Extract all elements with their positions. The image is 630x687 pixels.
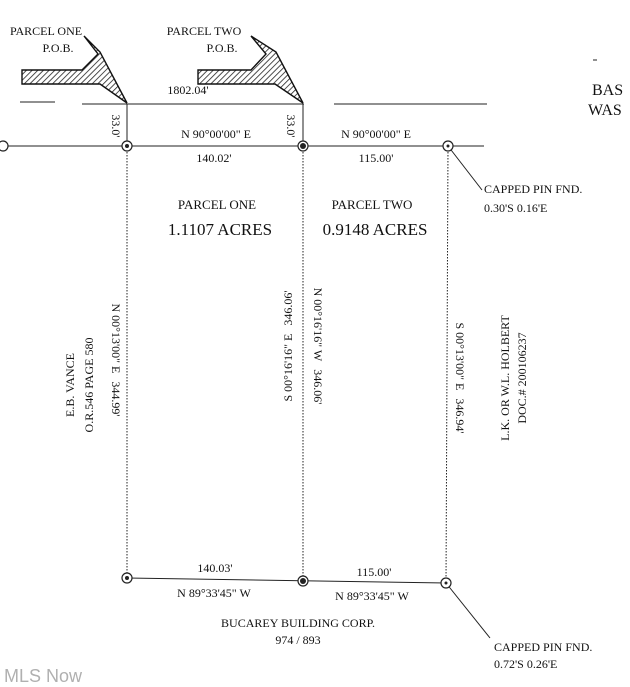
west-adjoiner-record: O.R.546 PAGE 580 [82,338,96,433]
parcel-one-name: PARCEL ONE [178,197,256,212]
edge-note-line-1: BAS [592,82,623,99]
pin-sw [121,572,133,584]
north-distance-parcel-one: 140.02' [196,151,231,165]
mls-watermark: MLS Now [4,666,83,686]
south-bearing-parcel-one: N 89°33'45" W [177,586,251,600]
north-bearing-parcel-one: N 90°00'00" E [181,127,251,141]
pob-arrow-parcel-two [197,35,304,104]
pin-se [440,577,452,589]
pob-arrow-parcel-one [21,35,128,104]
pin-far-west [0,140,9,152]
south-distance-parcel-one: 140.03' [197,561,232,575]
south-adjoiner-name: BUCAREY BUILDING CORP. [221,616,375,630]
north-distance-parcel-two: 115.00' [359,151,394,165]
se-pin-offset: 0.72'S 0.26'E [494,657,557,671]
ne-pin-leader [447,145,483,191]
west-bearing: N 00°13'00" E344.99' [109,303,123,416]
south-boundary-line [126,577,447,584]
top-distance-label: 1802.04' [167,83,208,97]
offset-label-middle: 33.0' [284,114,298,137]
south-bearing-parcel-two: N 89°33'45" W [335,589,409,603]
pin-nw [121,140,133,152]
pin-s-middle [297,575,309,587]
pob-label-parcel-one: PARCEL ONE [10,24,82,38]
se-pin-note: CAPPED PIN FND. [494,640,592,654]
north-bearing-parcel-two: N 90°00'00" E [341,127,411,141]
west-adjoiner-name: E.B. VANCE [63,353,77,417]
se-pin-leader [445,582,491,639]
pin-n-middle [297,140,309,152]
east-adjoiner-doc: DOC.# 200106237 [515,332,529,423]
ne-pin-offset: 0.30'S 0.16'E [484,201,547,215]
pob-label-parcel-two-pob: P.O.B. [206,41,237,55]
parcel-two-area: 0.9148 ACRES [323,220,428,239]
pin-ne [442,140,454,152]
pob-label-parcel-one-pob: P.O.B. [42,41,73,55]
south-distance-parcel-two: 115.00' [357,565,392,579]
middle-bearing-right: N 00°16'16" W346.06' [311,288,325,405]
parcel-two-name: PARCEL TWO [332,197,413,212]
east-boundary-line [445,145,449,584]
ne-pin-note: CAPPED PIN FND. [484,182,582,196]
south-adjoiner-record: 974 / 893 [275,633,320,647]
middle-bearing-left: S 00°16'16" E346.06' [281,290,295,401]
east-adjoiner-name: L.K. OR W.L. HOLBERT [498,315,512,441]
edge-note-line-2: WAS [588,102,622,119]
pob-label-parcel-two: PARCEL TWO [167,24,242,38]
east-bearing: S 00°13'00" E346.94' [453,322,467,433]
parcel-one-area: 1.1107 ACRES [168,220,272,239]
offset-label-left: 33.0' [109,114,123,137]
